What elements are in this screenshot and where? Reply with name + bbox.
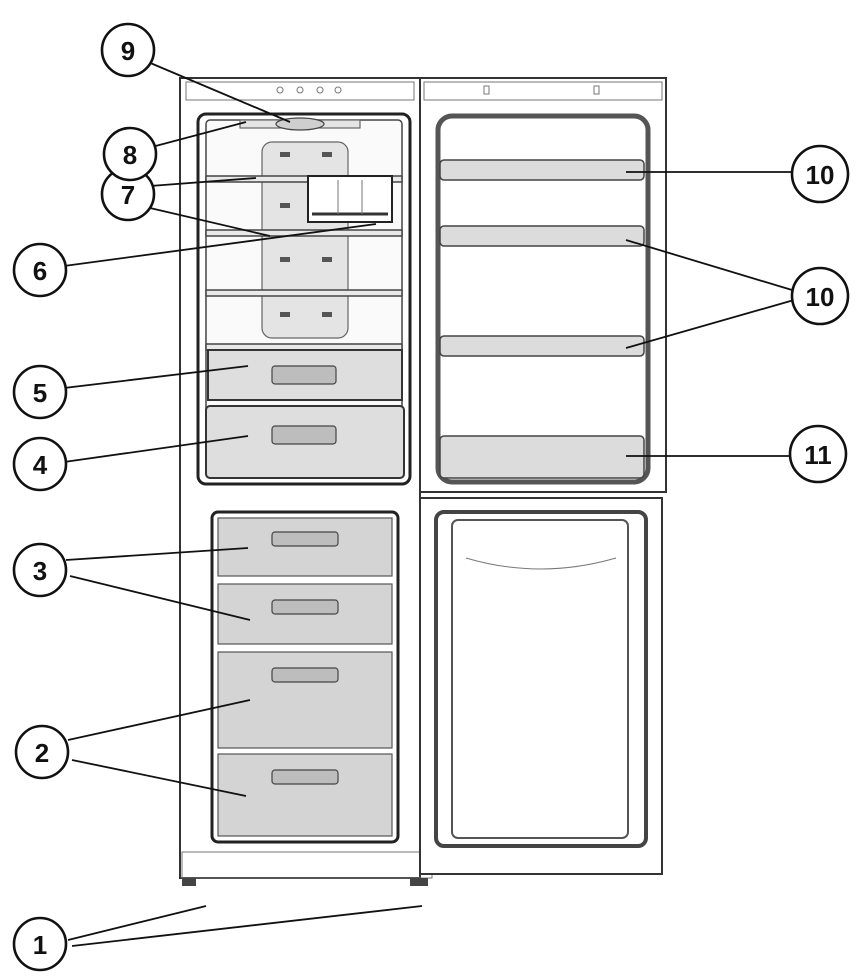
callout-3: 3: [12, 542, 68, 598]
leader-line: [625, 239, 793, 291]
callout-10-middle: 10: [790, 266, 850, 326]
leader-line: [71, 905, 423, 947]
leader-line: [69, 575, 251, 621]
freezer-door-liner: [451, 519, 629, 839]
vent-icon: [322, 312, 332, 317]
refrigerator-cabinet: [179, 77, 433, 886]
callout-label: 2: [35, 738, 49, 768]
callout-label: 10: [806, 160, 835, 190]
door-balcony: [439, 335, 645, 357]
vent-icon: [280, 152, 290, 157]
vent-icon: [280, 203, 290, 208]
callout-label: 3: [33, 556, 47, 586]
control-knob-icon: [296, 86, 304, 94]
leader-line: [147, 121, 247, 149]
leader-line: [149, 177, 257, 187]
freezer-door-curve: [465, 557, 617, 570]
vent-icon: [280, 312, 290, 317]
leader-line: [63, 223, 377, 267]
control-knob-icon: [276, 86, 284, 94]
leader-line: [63, 435, 249, 463]
drawer-handle: [271, 599, 339, 615]
leader-line: [71, 759, 247, 797]
control-knob-icon: [316, 86, 324, 94]
drawer-handle: [271, 531, 339, 547]
callout-label: 10: [806, 282, 835, 312]
callout-10-top: 10: [790, 144, 850, 204]
callout-label: 6: [33, 256, 47, 286]
leader-line: [147, 61, 291, 123]
control-knob-icon: [334, 86, 342, 94]
drawer-handle: [271, 365, 337, 385]
callout-9: 9: [100, 22, 156, 78]
vent-icon: [322, 152, 332, 157]
callout-8: 8: [102, 126, 158, 182]
leader-line: [63, 365, 249, 389]
drawer-handle: [271, 769, 339, 785]
vent-icon: [280, 257, 290, 262]
control-strip: [185, 81, 415, 101]
glass-shelf: [205, 175, 403, 183]
adjustable-foot: [410, 878, 428, 886]
callout-label: 4: [33, 450, 48, 480]
callout-label: 5: [33, 378, 47, 408]
callout-label: 11: [804, 440, 832, 470]
callout-1: 1: [12, 916, 68, 972]
leader-line: [625, 299, 795, 349]
door-top-strip: [423, 81, 663, 101]
leader-line: [67, 699, 251, 741]
leader-line: [65, 547, 249, 561]
callout-6: 6: [12, 242, 68, 298]
freezer-drawer: [217, 753, 393, 837]
callout-label: 1: [33, 930, 47, 960]
callout-11: 11: [788, 424, 848, 484]
callout-4: 4: [12, 436, 68, 492]
refrigerator-doors: [419, 77, 667, 875]
freezer-drawer: [217, 651, 393, 749]
glass-shelf: [205, 289, 403, 297]
freezer-drawer: [217, 517, 393, 577]
callout-2: 2: [14, 724, 70, 780]
callout-label: 7: [121, 180, 135, 210]
bottle-balcony: [439, 435, 645, 479]
hinge-icon: [593, 85, 600, 95]
leader-lines: [63, 61, 795, 947]
drawer-handle: [271, 667, 339, 683]
back-panel: [261, 141, 349, 339]
drawer-handle: [271, 425, 337, 445]
callout-label: 9: [121, 36, 135, 66]
door-balcony: [439, 159, 645, 181]
door-balcony: [439, 225, 645, 247]
door-liner: [435, 113, 651, 485]
leader-line: [67, 905, 207, 941]
adjustable-foot: [182, 878, 196, 886]
callout-5: 5: [12, 364, 68, 420]
callout-label: 8: [123, 140, 137, 170]
vent-icon: [322, 257, 332, 262]
hinge-icon: [483, 85, 490, 95]
leader-line: [149, 207, 271, 237]
